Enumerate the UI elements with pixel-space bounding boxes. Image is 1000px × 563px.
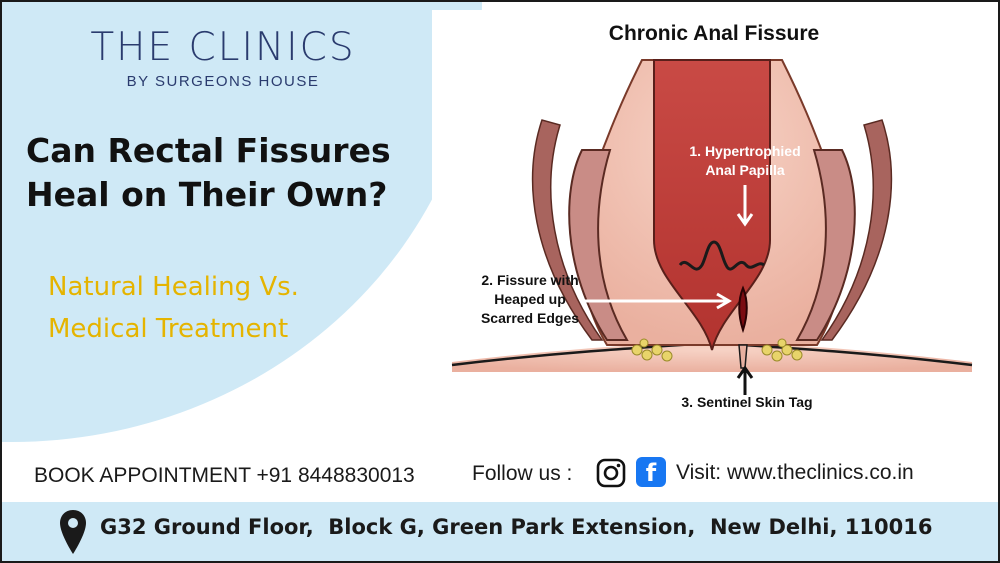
- hero-panel: THE CLINICS BY SURGEONS HOUSE Can Rectal…: [2, 2, 482, 442]
- label-1-arrow: [736, 185, 754, 227]
- label-3: 3. Sentinel Skin Tag: [681, 394, 812, 410]
- label-2-arrow: [582, 292, 732, 310]
- label-2-line-1: 2. Fissure with: [481, 272, 578, 288]
- brand-name: THE CLINICS: [90, 25, 356, 70]
- right-sphincter: [795, 149, 856, 341]
- skin-tag: [738, 344, 748, 369]
- subheadline-line-1: Natural Healing Vs.: [48, 272, 299, 302]
- contact-row: BOOK APPOINTMENT +91 8448830013 Follow u…: [2, 454, 998, 498]
- left-sphincter: [568, 149, 629, 341]
- subheadline: Natural Healing Vs. Medical Treatment: [48, 266, 428, 350]
- illustration-title: Chronic Anal Fissure: [609, 22, 819, 45]
- location-pin-icon: [60, 510, 86, 554]
- headline-line-1: Can Rectal Fissures: [26, 131, 391, 170]
- headline: Can Rectal Fissures Heal on Their Own?: [26, 129, 466, 217]
- website-link[interactable]: Visit: www.theclinics.co.in: [676, 461, 914, 484]
- left-muscle: [531, 119, 604, 341]
- headline-line-2: Heal on Their Own?: [26, 175, 388, 214]
- label-1-line-2: Anal Papilla: [705, 162, 785, 178]
- label-3-arrow: [736, 365, 754, 395]
- follow-us-label: Follow us :: [472, 462, 573, 485]
- brand-tagline: BY SURGEONS HOUSE: [126, 73, 320, 90]
- anatomy-illustration: Chronic Anal Fissure 1. Hypertrophied An…: [432, 10, 992, 420]
- label-2-line-2: Heaped up: [494, 291, 566, 307]
- subheadline-line-2: Medical Treatment: [48, 314, 289, 344]
- fissure: [738, 285, 748, 334]
- right-muscle: [820, 119, 893, 341]
- address-bar: G32 Ground Floor, Block G, Green Park Ex…: [2, 502, 998, 561]
- pectinate-line: [678, 240, 765, 271]
- brand-logo: THE CLINICS BY SURGEONS HOUSE: [68, 28, 378, 90]
- facebook-icon[interactable]: f: [636, 457, 666, 487]
- clinic-address: G32 Ground Floor, Block G, Green Park Ex…: [100, 515, 933, 539]
- label-2-line-3: Scarred Edges: [481, 310, 579, 326]
- skin-surface: [452, 340, 972, 372]
- book-appointment[interactable]: BOOK APPOINTMENT +91 8448830013: [34, 464, 415, 487]
- fat-deposits: [631, 338, 803, 362]
- instagram-icon[interactable]: [596, 458, 626, 488]
- anal-canal: [653, 59, 771, 351]
- label-1-line-1: 1. Hypertrophied: [689, 143, 800, 159]
